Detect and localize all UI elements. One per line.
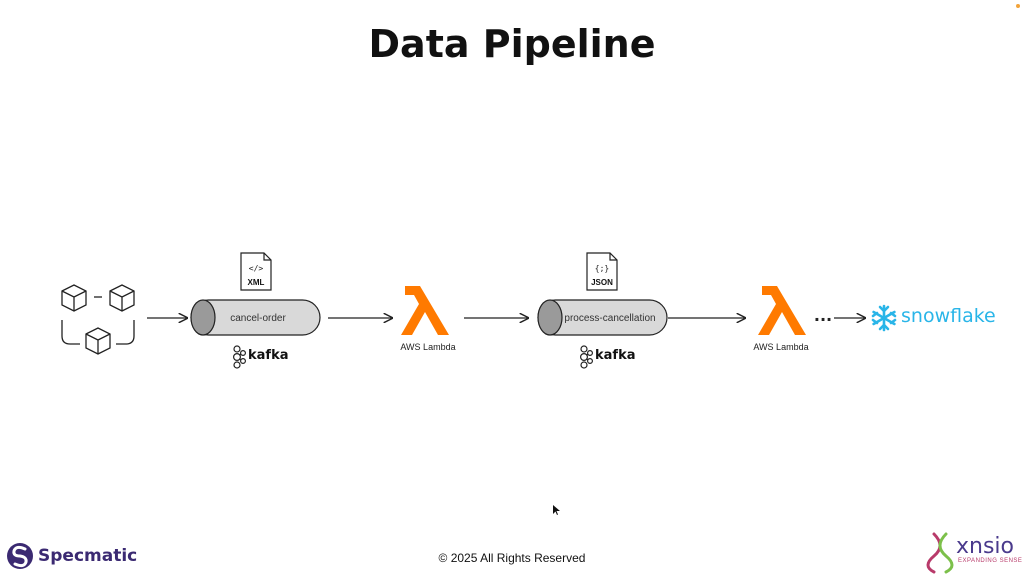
- xnsio-tagline: EXPANDING SENSE: [958, 558, 1023, 564]
- lambda-caption: AWS Lambda: [753, 342, 809, 352]
- topic-pipe-process-cancellation: process-cancellation: [537, 299, 668, 336]
- xml-file-icon: </> XML: [240, 252, 272, 291]
- copyright-footer: © 2025 All Rights Reserved: [438, 551, 586, 565]
- topic-name: process-cancellation: [564, 313, 655, 324]
- kafka-label: kafka: [248, 348, 289, 363]
- format-label: XML: [248, 278, 265, 287]
- svg-text:{;}: {;}: [595, 264, 609, 273]
- specmatic-logo-icon: [7, 543, 33, 569]
- snowflake-icon: [871, 304, 897, 332]
- svg-text:</>: </>: [249, 264, 264, 273]
- snowflake-label: snowflake: [901, 305, 996, 327]
- topic-name: cancel-order: [230, 313, 286, 324]
- specmatic-brand: Specmatic: [38, 546, 138, 566]
- lambda-icon: [401, 286, 449, 335]
- kafka-icon: [579, 345, 593, 369]
- slide-title: Data Pipeline: [368, 22, 656, 66]
- xnsio-brand: xnsio: [956, 534, 1014, 559]
- kafka-icon: [233, 345, 247, 369]
- ellipsis: ...: [814, 306, 832, 325]
- lambda-icon: [758, 286, 806, 335]
- kafka-label: kafka: [595, 348, 636, 363]
- cube-cluster-icon: [61, 284, 135, 355]
- topic-pipe-cancel-order: cancel-order: [190, 299, 321, 336]
- mouse-cursor-icon: [553, 505, 560, 515]
- format-label: JSON: [591, 278, 613, 287]
- xnsio-logo-icon: [926, 532, 954, 574]
- lambda-caption: AWS Lambda: [400, 342, 456, 352]
- corner-dot: [1016, 4, 1020, 8]
- json-file-icon: {;} JSON: [586, 252, 618, 291]
